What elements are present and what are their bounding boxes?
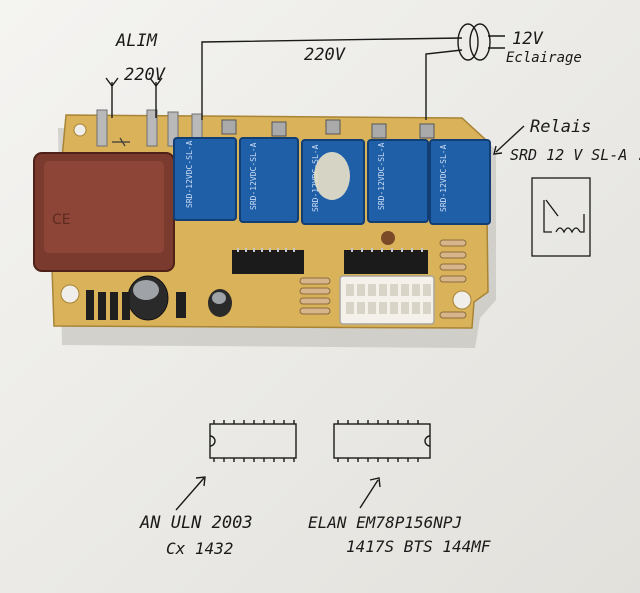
fuse-symbol: [112, 137, 130, 147]
label-chip-right-line2: 1417S BTS 144MF: [346, 537, 491, 556]
chip-right-pointer: [359, 479, 379, 509]
chip-left-pointer: [175, 477, 205, 511]
relay-label: SRD-12VDC-SL-A: [185, 140, 194, 208]
label-relay-model: SRD 12 V SL-A .: [510, 146, 640, 164]
connector-slots: [346, 284, 431, 314]
chip-left-pointer-head: [195, 476, 206, 487]
white-connector: [339, 275, 435, 325]
relay-terminal: [419, 123, 435, 139]
alim-arrow-1-head: [105, 77, 119, 88]
relay-4: SRD-12VDC-SL-A: [367, 139, 429, 223]
relay-label: SRD-12VDC-SL-A: [377, 142, 386, 210]
ic-pins: [237, 248, 423, 252]
label-alim: ALIM: [115, 31, 158, 51]
drawn-chip-left: [209, 420, 297, 462]
relay-5: SRD-12VDC-SL-A: [429, 139, 491, 225]
mounting-hole: [60, 284, 80, 304]
chip-right-pointer-head: [369, 477, 381, 488]
capacitor-small-top: [212, 292, 226, 304]
relay-pointer: [495, 125, 525, 153]
alim-arrow-2-head: [149, 77, 163, 88]
relay-terminal: [221, 119, 237, 135]
wire-220v-top: [201, 37, 463, 120]
power-tab: [146, 109, 158, 147]
ic-uln2003: [232, 250, 304, 274]
relay-sticker: [314, 152, 350, 200]
label-chip-left-line1: AN ULN 2003: [139, 513, 253, 533]
label-chip-left-line2: Cx 1432: [166, 539, 233, 558]
label-lamp-voltage: 12V: [512, 29, 543, 49]
relay-2: SRD-12VDC-SL-A: [239, 137, 299, 223]
mounting-hole: [73, 123, 87, 137]
transformer-ce-mark: CE: [52, 212, 71, 228]
transformer-top: [44, 161, 164, 253]
small-brown-cap: [381, 231, 395, 245]
label-chip-right-line1: ELAN EM78P156NPJ: [308, 513, 462, 532]
relay-label: SRD-12VDC-SL-A: [439, 144, 448, 212]
power-tab: [96, 109, 108, 147]
relay-1: SRD-12VDC-SL-A: [173, 137, 237, 221]
wire-right-down: [425, 49, 463, 120]
resistors: [299, 239, 467, 319]
wires: [105, 35, 525, 511]
diodes: [86, 290, 186, 320]
capacitor-large-top: [133, 280, 159, 300]
relay-schematic: [531, 177, 591, 257]
relay-pointer-head: [493, 145, 503, 155]
label-alim-voltage: 220V: [124, 65, 166, 85]
ic-em78p156: [344, 250, 428, 274]
relay-terminal: [325, 119, 341, 135]
relay-terminal: [271, 121, 287, 137]
relay-terminal: [371, 123, 387, 139]
relay-3: SRD-12VDC-SL-A: [301, 139, 365, 225]
label-lamp-name: Eclairage: [506, 50, 582, 66]
label-relay-title: Relais: [530, 117, 591, 137]
relay-label: SRD-12VDC-SL-A: [249, 142, 258, 210]
lamp-symbol: [457, 23, 491, 61]
label-supply-wire: 220V: [304, 45, 346, 65]
mounting-hole: [452, 290, 472, 310]
drawn-chip-right: [333, 420, 431, 462]
